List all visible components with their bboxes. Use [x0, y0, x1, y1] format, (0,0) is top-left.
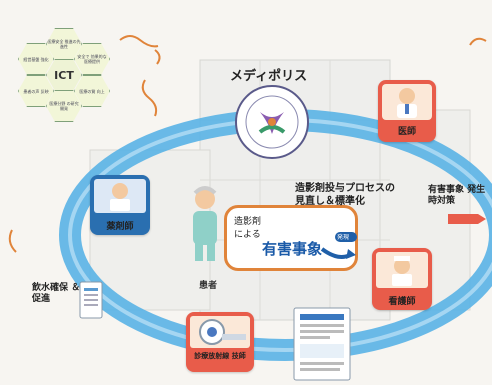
tag-arrow-icon: [448, 214, 486, 224]
document-icon: [79, 281, 103, 319]
doctor-icon: [382, 84, 432, 120]
adverse-event-text: 有害事象: [262, 240, 323, 258]
occurrence-badge: [335, 232, 357, 242]
medipolis-seal-logo: [235, 85, 309, 159]
ict-center-hex: ICT: [46, 59, 82, 91]
curved-arrow-icon: [320, 247, 356, 259]
patient-icon: [193, 186, 217, 261]
ict-hex-3: 医療の質 向上: [74, 75, 110, 107]
radiology-card: 診療放射線 技師: [186, 312, 254, 372]
ict-hex-4: 医療分野 の研究 開発: [46, 90, 82, 122]
brand-name: メディポリス: [230, 69, 308, 84]
nurse-icon: [376, 252, 428, 288]
due-to-text: による: [234, 230, 261, 240]
process-label: 造影剤投与プロセスの 見直し＆標準化: [295, 183, 395, 207]
pharmacist-card: 薬剤師: [90, 175, 150, 235]
hydration-label: 飲水確保 ＆促進: [32, 283, 81, 304]
pharmacist-label: 薬剤師: [106, 222, 134, 232]
doctor-card: 医師: [378, 80, 436, 142]
nurse-card: 看護師: [372, 248, 432, 310]
occurrence-badge-text: 発現: [337, 234, 350, 241]
doctor-label: 医師: [397, 127, 416, 137]
pharmacist-icon: [94, 179, 146, 213]
response-measures-label: 有害事象 発生時対策: [428, 185, 486, 206]
ct-scanner-icon: [190, 316, 250, 348]
ict-hex-5: 患者の声 反映: [18, 75, 54, 107]
nurse-label: 看護師: [388, 297, 416, 307]
protocol-document-icon: [293, 307, 351, 381]
radiology-label: 診療放射線 技師: [194, 352, 246, 360]
contrast-agent-text: 造影剤: [234, 217, 262, 227]
patient-label: 患者: [199, 281, 218, 291]
